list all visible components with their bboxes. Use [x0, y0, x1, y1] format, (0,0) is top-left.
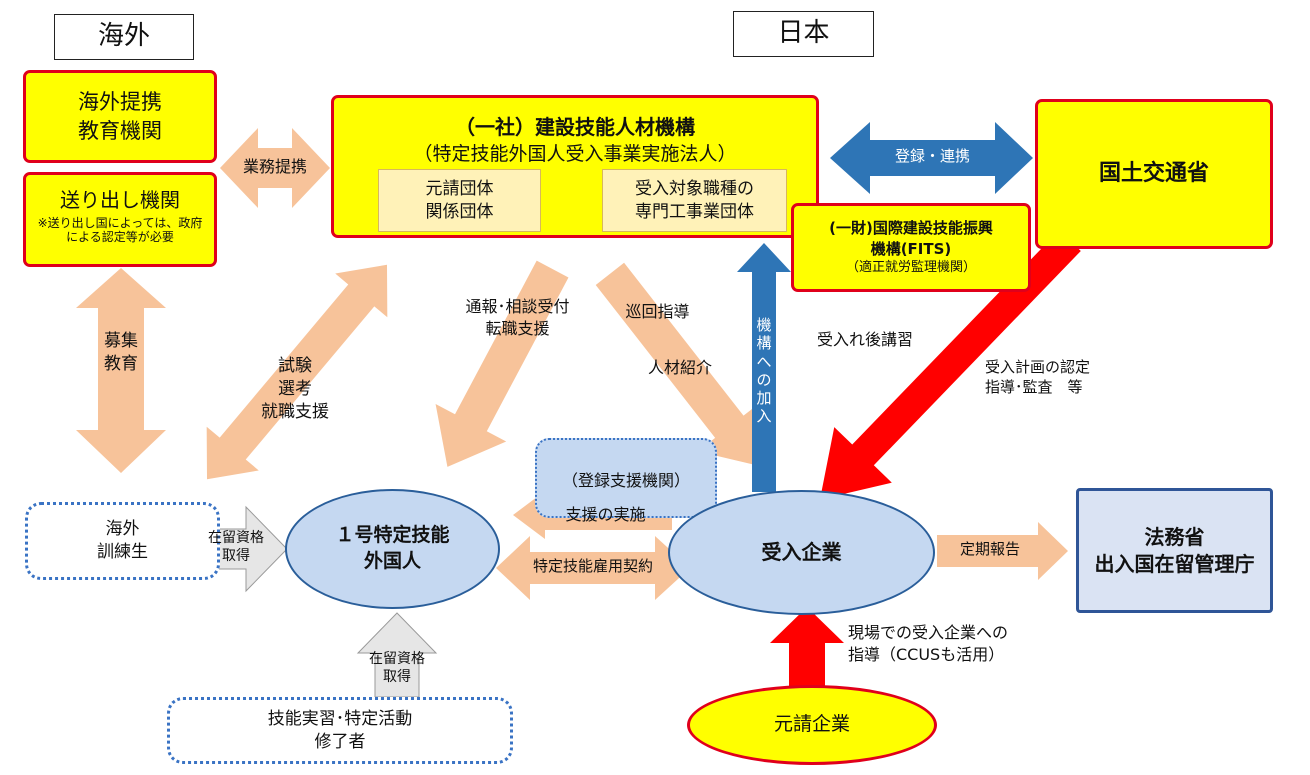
- register-link-arrow: [830, 122, 1033, 194]
- label-recruit: 募集 教育: [96, 330, 146, 376]
- report-arrow: [937, 522, 1068, 580]
- plan-cert-line1: 受入計画の認定: [985, 358, 1091, 376]
- prime-contractor: 元請企業: [687, 685, 937, 765]
- label-join: 機 構 へ の 加 入: [752, 316, 776, 426]
- contractor-arrow: [770, 607, 844, 690]
- host-company: 受入企業: [668, 490, 935, 615]
- jac-organization: （一社）建設技能人材機構 （特定技能外国人受入事業実施法人） 元請団体 関係団体…: [331, 95, 819, 238]
- moj-immigration: 法務省 出入国在留管理庁: [1076, 488, 1273, 613]
- join-char4: の: [756, 370, 772, 389]
- moj-line1: 法務省: [1144, 524, 1205, 549]
- jac-inner1-line2: 関係団体: [425, 201, 494, 222]
- sending-note-line2: による認定等が必要: [66, 230, 174, 245]
- jac-inner-contractors: 元請団体 関係団体: [378, 169, 541, 232]
- patrol-arrow: [595, 262, 761, 467]
- moj-line2: 出入国在留管理庁: [1094, 551, 1255, 576]
- fits-subtitle: （適正就労監理機関）: [845, 259, 976, 275]
- intern-line1: 技能実習･特定活動: [267, 708, 413, 729]
- overseas-trainee: 海外 訓練生: [25, 502, 220, 580]
- jac-inner1-line1: 元請団体: [425, 178, 494, 199]
- sending-organization: 送り出し機関 ※送り出し国によっては、政府 による認定等が必要: [23, 172, 217, 267]
- worker-line1: １号特定技能: [335, 524, 450, 547]
- exam-line3: 就職支援: [261, 401, 329, 422]
- intern-completer: 技能実習･特定活動 修了者: [167, 697, 513, 764]
- support-org-label: （登録支援機関）: [561, 471, 690, 490]
- jac-inner-specialists: 受入対象職種の 専門工事業団体: [602, 169, 787, 232]
- trainee-line1: 海外: [105, 519, 140, 540]
- plan-cert-line2: 指導･監査 等: [985, 378, 1083, 397]
- mlit: 国土交通省: [1035, 99, 1273, 249]
- business-tieup-arrow: [220, 128, 330, 208]
- onsite-line1: 現場での受入企業への: [848, 623, 1009, 642]
- consult-arrow: [435, 260, 569, 467]
- contractor-label: 元請企業: [773, 713, 850, 736]
- label-plan-cert: 受入計画の認定 指導･監査 等: [985, 357, 1135, 398]
- mlit-label: 国土交通省: [1098, 161, 1209, 187]
- overseas-education-institution: 海外提携 教育機関: [23, 70, 217, 163]
- join-char1: 機: [756, 316, 772, 334]
- company-label: 受入企業: [761, 540, 842, 564]
- join-char5: 加: [756, 389, 772, 408]
- jac-inner2-line1: 受入対象職種の: [635, 178, 754, 199]
- exam-line2: 選考: [278, 378, 312, 399]
- status2-line2: 取得: [383, 668, 411, 685]
- label-support: 支援の実施: [565, 505, 646, 524]
- contract-arrow: [496, 536, 690, 600]
- fits: (一財)国際建設技能振興 機構(FITS) （適正就労監理機関）: [791, 203, 1031, 292]
- jac-title: （一社）建設技能人材機構: [455, 115, 695, 139]
- fits-title-line2: 機構(FITS): [870, 239, 952, 258]
- recruit-line2: 教育: [104, 353, 138, 374]
- specified-skilled-worker: １号特定技能 外国人: [285, 489, 500, 609]
- label-introduce: 人材紹介: [647, 358, 712, 377]
- plan-cert-arrow: [819, 230, 1081, 500]
- label-exam: 試験 選考 就職支援: [245, 355, 345, 424]
- label-contract: 特定技能雇用契約: [532, 557, 653, 575]
- label-report: 定期報告: [959, 540, 1020, 558]
- label-status-up: 在留資格 取得: [357, 651, 437, 686]
- worker-line2: 外国人: [363, 550, 421, 572]
- jac-inner2-line2: 専門工事業団体: [635, 201, 754, 222]
- label-register: 登録・連携: [894, 147, 970, 165]
- fits-title-line1: (一財)国際建設技能振興: [829, 219, 993, 238]
- label-consult: 通報･相談受付 転職支援: [440, 296, 595, 339]
- label-patrol: 巡回指導: [625, 302, 690, 321]
- region-overseas-label: 海外: [97, 21, 150, 52]
- region-japan-label: 日本: [777, 18, 830, 49]
- status1-line2: 取得: [222, 547, 250, 564]
- onsite-line2: 指導（CCUSも活用）: [848, 644, 1005, 664]
- recruit-arrow: [76, 268, 166, 473]
- label-status-right: 在留資格 取得: [195, 530, 277, 565]
- trainee-line2: 訓練生: [97, 542, 148, 562]
- recruit-line1: 募集: [104, 331, 138, 351]
- exam-line1: 試験: [278, 356, 312, 376]
- intern-line2: 修了者: [314, 731, 366, 752]
- region-japan: 日本: [733, 11, 874, 57]
- sending-org-title: 送り出し機関: [60, 188, 180, 212]
- status2-line1: 在留資格: [369, 651, 425, 667]
- label-business-tieup: 業務提携: [242, 157, 307, 176]
- overseas-edu-line2: 教育機関: [78, 118, 162, 143]
- label-onsite: 現場での受入企業への 指導（CCUSも活用）: [848, 622, 1058, 665]
- join-char6: 入: [756, 407, 772, 426]
- registered-support-org: （登録支援機関）: [535, 438, 717, 518]
- consult-line1: 通報･相談受付: [465, 297, 570, 316]
- join-char2: 構: [756, 334, 772, 353]
- join-arrow: [737, 243, 791, 492]
- label-post-training: 受入れ後講習: [816, 330, 913, 349]
- join-char3: へ: [756, 352, 772, 371]
- exam-arrow: [206, 264, 388, 480]
- region-overseas: 海外: [54, 14, 194, 60]
- consult-line2: 転職支援: [485, 318, 550, 338]
- status1-line1: 在留資格: [208, 530, 264, 546]
- jac-subtitle: （特定技能外国人受入事業実施法人）: [413, 143, 737, 165]
- overseas-edu-line1: 海外提携: [78, 90, 162, 115]
- sending-note-line1: ※送り出し国によっては、政府: [37, 216, 203, 230]
